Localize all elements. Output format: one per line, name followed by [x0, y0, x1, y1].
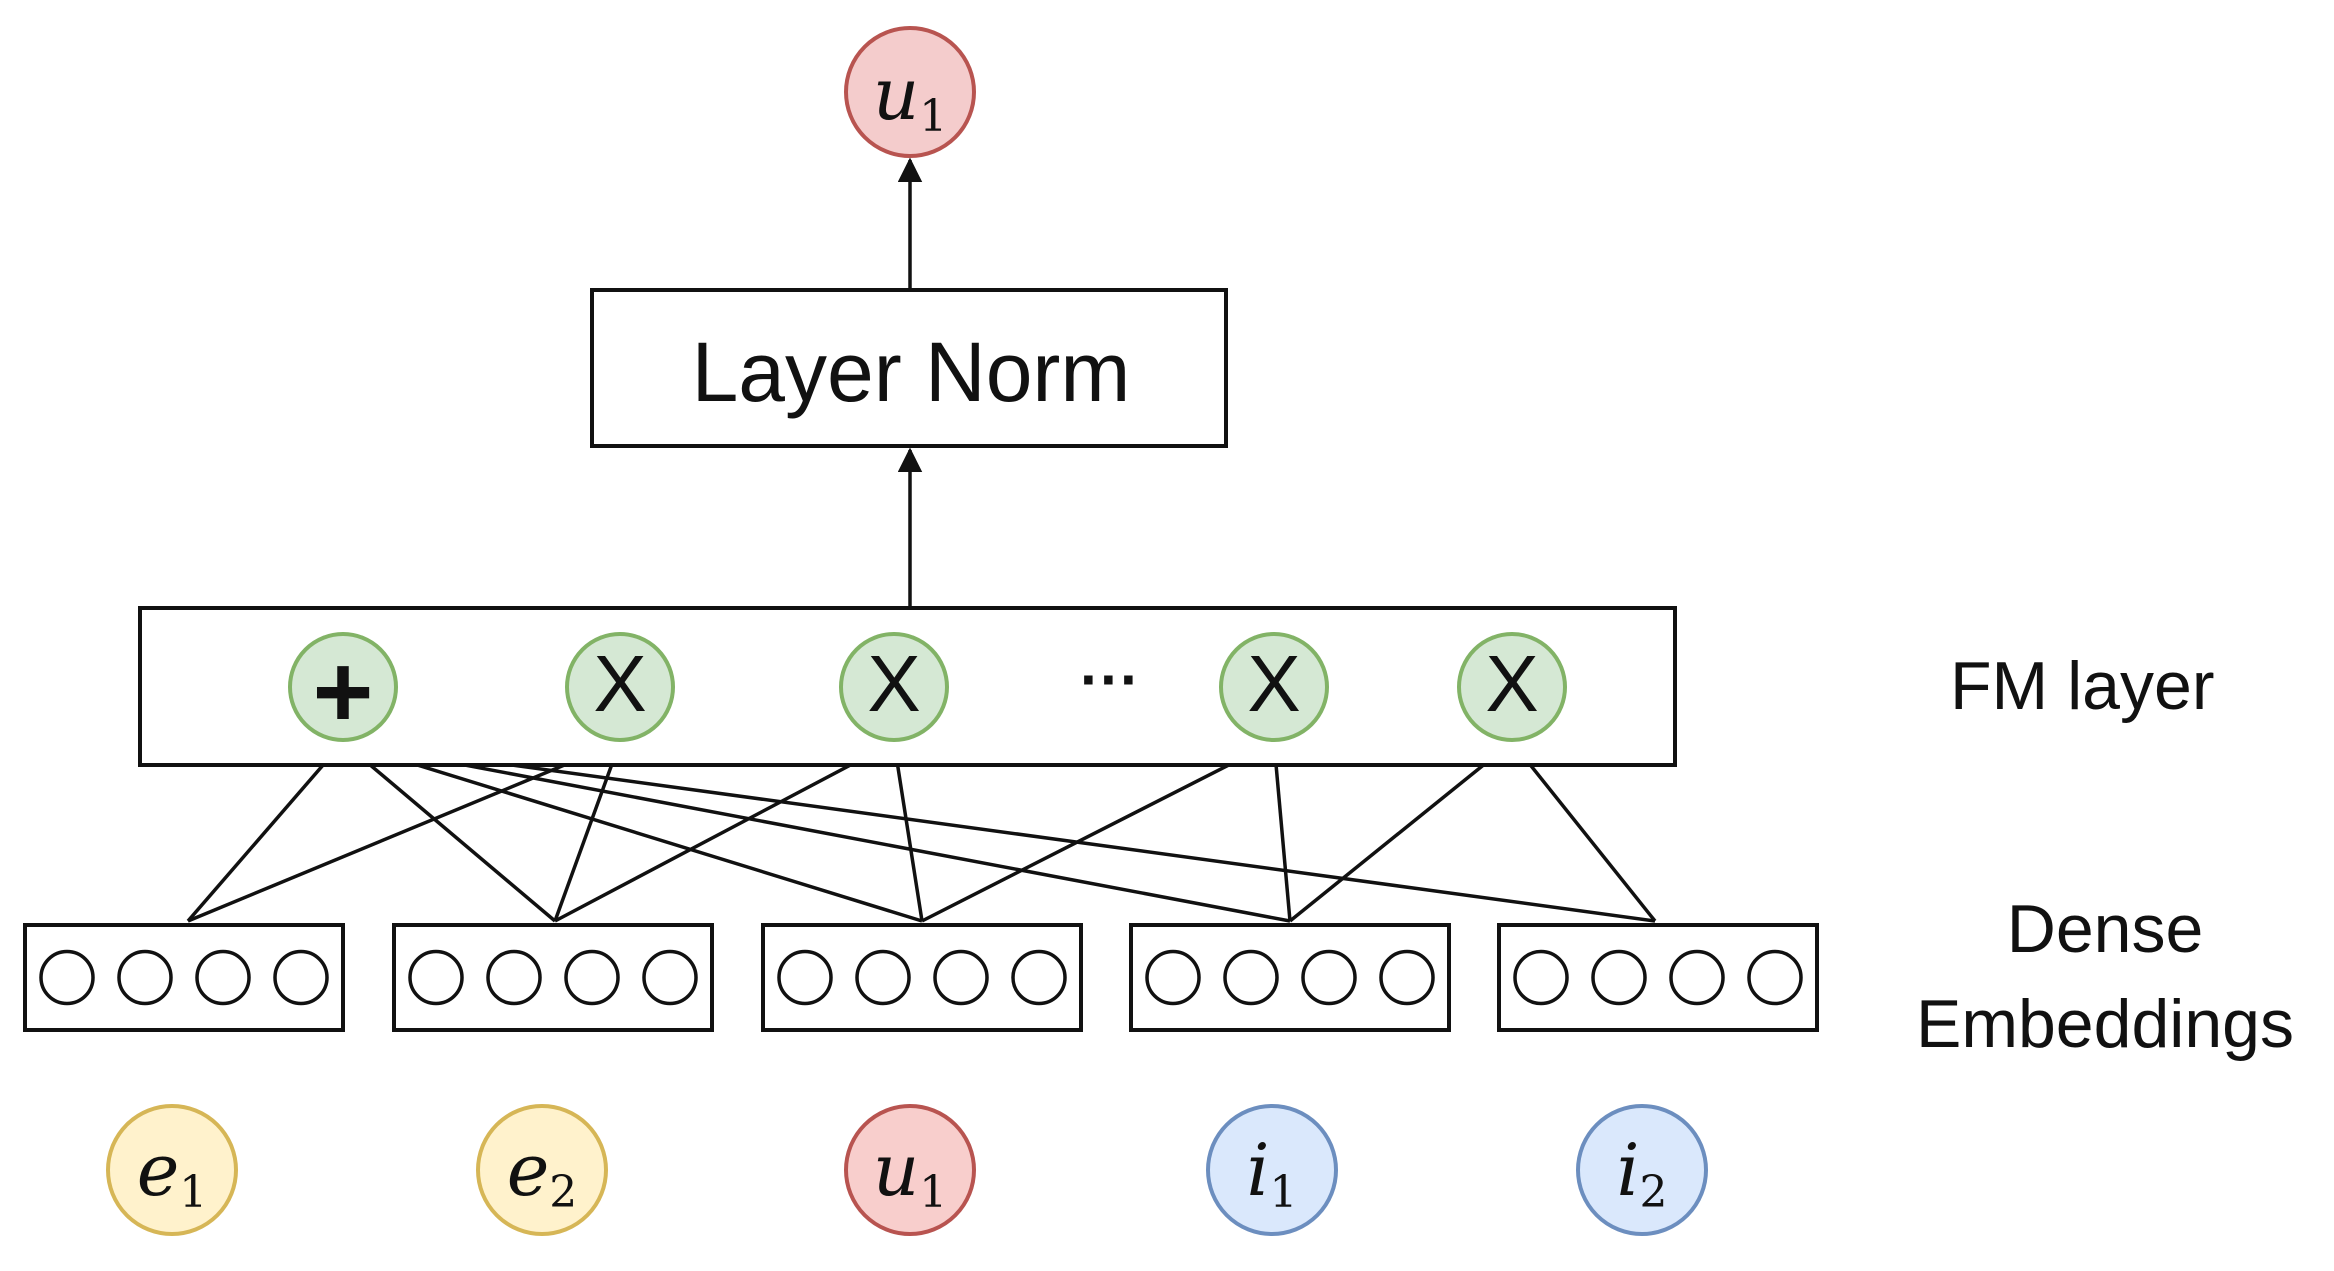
input-node: [106, 1104, 238, 1236]
fm-op-plus-node: [288, 632, 398, 742]
edge-arrow: [1263, 739, 1292, 922]
output-node-subscript: 1: [919, 91, 948, 142]
edge-arrow: [554, 740, 897, 923]
embedding-cell: [195, 949, 251, 1006]
input-subscript: 1: [919, 1167, 948, 1218]
input-subscript: 1: [179, 1167, 208, 1218]
edge-arrow: [1510, 740, 1657, 923]
embedding-cell: [39, 949, 95, 1006]
input-label-u1: u1: [840, 1128, 980, 1218]
dense-embeddings-label-line2: Embeddings: [1915, 986, 2295, 1062]
edge-arrow: [340, 734, 1291, 923]
embedding-cell: [855, 949, 911, 1006]
dense-embeddings-label-line1: Dense: [2006, 891, 2204, 967]
input-node: [1576, 1104, 1708, 1236]
embedding-cell: [1379, 949, 1435, 1006]
embedding-cell: [1301, 949, 1357, 1006]
layer-norm-label: Layer Norm: [691, 325, 1131, 419]
embedding-cell: [933, 949, 989, 1006]
fm-op-times-node: [1457, 632, 1567, 742]
edge-arrow: [186, 740, 345, 923]
edge-arrow: [885, 739, 924, 922]
fm-ellipsis: ···: [1080, 646, 1140, 713]
fm-op-times: X: [1247, 639, 1301, 728]
input-node: [844, 1104, 976, 1236]
edges-group: [186, 157, 1657, 923]
fm-op-times: X: [1485, 639, 1539, 728]
input-subscript: 2: [1639, 1167, 1668, 1218]
embedding-cell: [1669, 949, 1725, 1006]
input-var: i: [1246, 1128, 1270, 1212]
fm-op-times-node: [839, 632, 949, 742]
input-var: e: [506, 1128, 550, 1212]
edge-arrow: [553, 739, 624, 922]
embedding-cell: [1513, 949, 1569, 1006]
embedding-cell: [1145, 949, 1201, 1006]
fm-op-plus: +: [312, 634, 374, 750]
embedding-cell: [408, 949, 464, 1006]
fm-op-times-node: [565, 632, 675, 742]
edge-arrow: [340, 736, 923, 923]
input-label-i2: i2: [1572, 1128, 1712, 1218]
edge-arrow: [921, 740, 1277, 923]
edge-arrow: [1288, 740, 1514, 923]
nodes-group: [23, 26, 1819, 1236]
fm-op-times-node: [1219, 632, 1329, 742]
embedding-cell: [117, 949, 173, 1006]
embedding-cell: [1591, 949, 1647, 1006]
output-node-label: u1: [840, 52, 980, 142]
input-var: i: [1616, 1128, 1640, 1212]
fm-op-times: X: [593, 639, 647, 728]
input-label-e1: e1: [102, 1128, 242, 1218]
output-node-u1: [844, 26, 976, 158]
embedding-cell: [564, 949, 620, 1006]
edge-arrow: [341, 740, 557, 923]
input-subscript: 1: [1269, 1167, 1298, 1218]
fm-layer-label: FM layer: [1950, 648, 2215, 724]
layer-norm-box: [590, 288, 1228, 448]
input-label-e2: e2: [472, 1128, 612, 1218]
fm-op-times: X: [867, 639, 921, 728]
input-var: u: [872, 1128, 920, 1212]
edge-arrow: [340, 732, 1656, 923]
embedding-cell: [1011, 949, 1067, 1006]
output-node-var: u: [872, 52, 920, 136]
embedding-cell: [642, 949, 698, 1006]
edge-arrow: [187, 739, 623, 923]
input-node: [476, 1104, 608, 1236]
input-node: [1206, 1104, 1338, 1236]
embedding-cell: [1747, 949, 1803, 1006]
input-subscript: 2: [549, 1167, 578, 1218]
embedding-cell: [273, 949, 329, 1006]
embedding-cell: [486, 949, 542, 1006]
input-label-i1: i1: [1202, 1128, 1342, 1218]
input-var: e: [136, 1128, 180, 1212]
embedding-cell: [1223, 949, 1279, 1006]
embedding-cell: [777, 949, 833, 1006]
